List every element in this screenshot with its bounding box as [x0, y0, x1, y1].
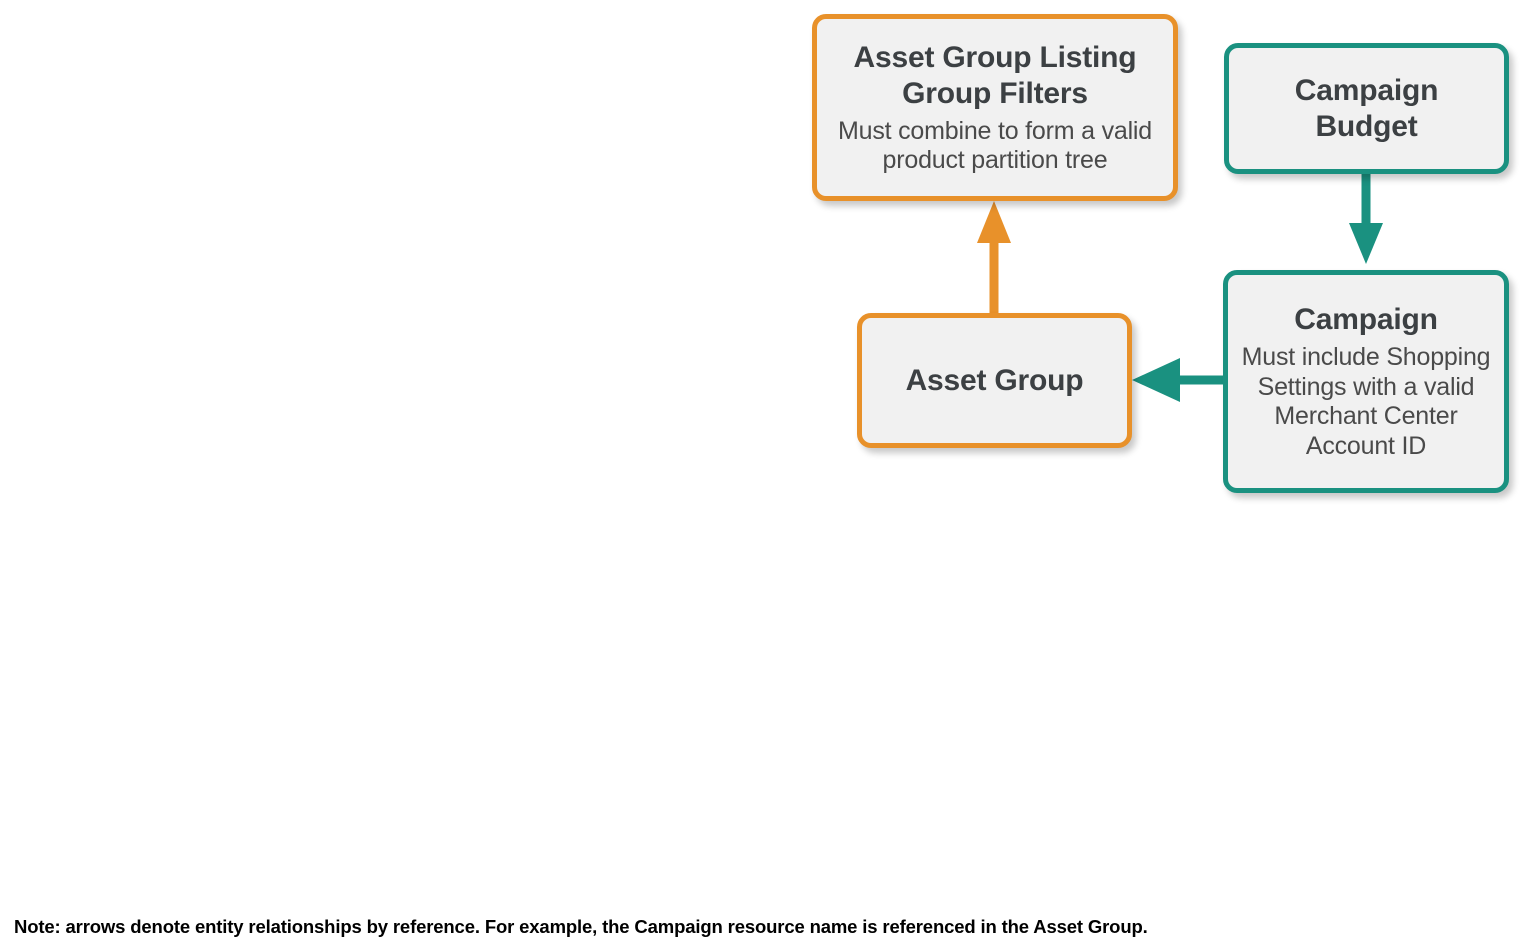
- node-asset-group[interactable]: Asset Group: [857, 313, 1132, 448]
- node-title: Asset Group Listing Group Filters: [853, 41, 1137, 110]
- edge-asset-group-to-listing-group-filters: [977, 201, 1011, 313]
- arrowhead-up-orange: [977, 201, 1011, 243]
- edge-campaign-to-asset-group: [1132, 358, 1223, 402]
- node-asset-group-listing-group-filters[interactable]: Asset Group Listing Group Filters Must c…: [812, 14, 1178, 201]
- edge-campaign-budget-to-campaign: [1349, 174, 1383, 264]
- arrowhead-down-teal: [1349, 223, 1383, 264]
- node-campaign[interactable]: Campaign Must include Shopping Settings …: [1223, 270, 1509, 493]
- node-subtitle: Must include Shopping Settings with a va…: [1241, 343, 1491, 460]
- node-title: Campaign Budget: [1294, 74, 1439, 143]
- node-title: Campaign: [1294, 302, 1438, 336]
- node-campaign-budget[interactable]: Campaign Budget: [1224, 43, 1509, 174]
- diagram-footnote: Note: arrows denote entity relationships…: [14, 916, 1148, 937]
- arrowhead-left-teal: [1132, 358, 1180, 402]
- node-subtitle: Must combine to form a valid product par…: [838, 116, 1152, 174]
- node-title: Asset Group: [905, 363, 1084, 397]
